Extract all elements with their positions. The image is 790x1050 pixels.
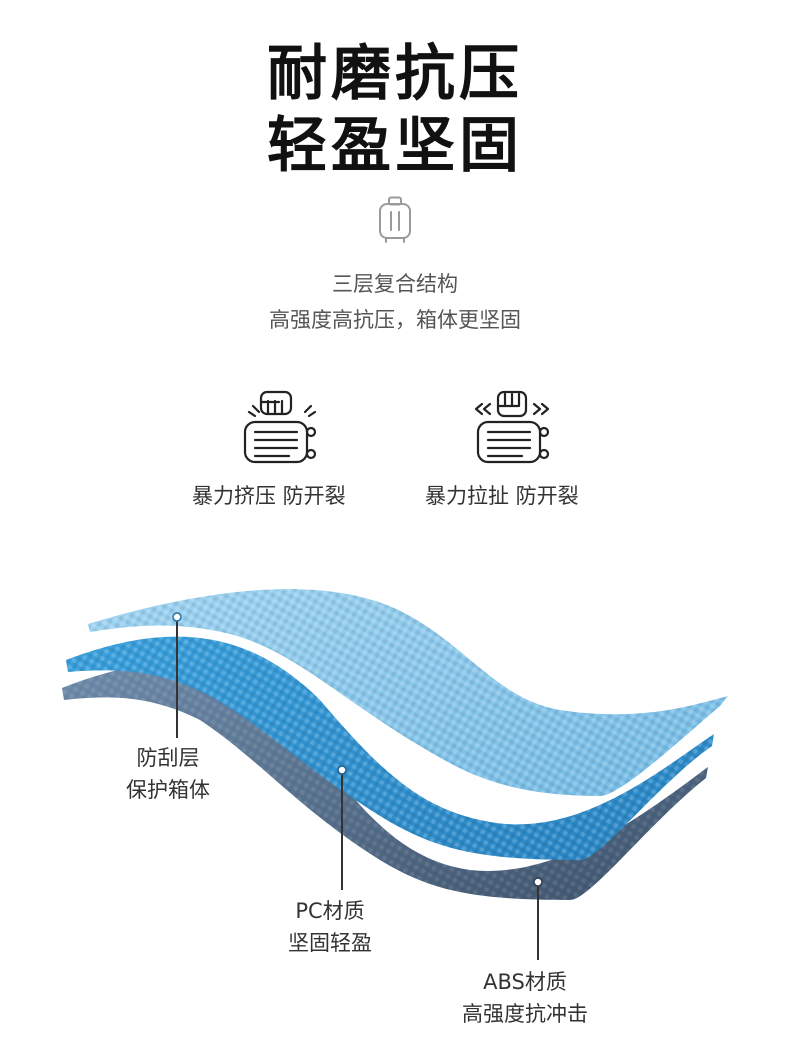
callout-scratch-desc: 保护箱体 xyxy=(126,778,210,802)
callout-abs-desc: 高强度抗冲击 xyxy=(462,1002,588,1026)
callout-leader-abs xyxy=(533,877,543,960)
headline-line-2: 轻盈坚固 xyxy=(267,111,523,181)
callout-leader-pc xyxy=(337,765,347,890)
intro-line-2: 高强度高抗压，箱体更坚固 xyxy=(269,308,521,332)
layer-scratch-resistant xyxy=(88,589,728,796)
fist-press-luggage-icon xyxy=(243,390,317,464)
callout-abs-layer: ABS材质 高强度抗冲击 xyxy=(462,966,588,1030)
callout-abs-title: ABS材质 xyxy=(483,970,567,994)
intro-line-1: 三层复合结构 xyxy=(332,272,458,296)
material-layers-illustration xyxy=(62,589,728,960)
layer-abs xyxy=(62,663,708,900)
feature-label-pull: 暴力拉扯 防开裂 xyxy=(425,484,579,508)
callout-leader-scratch xyxy=(172,612,182,738)
fist-pull-luggage-icon xyxy=(474,390,550,464)
layer-pc xyxy=(66,636,714,860)
headline-line-1: 耐磨抗压 xyxy=(267,39,523,109)
feature-label-press: 暴力挤压 防开裂 xyxy=(192,484,346,508)
callout-pc-title: PC材质 xyxy=(295,899,365,923)
callout-pc-layer: PC材质 坚固轻盈 xyxy=(288,895,372,959)
callout-scratch-title: 防刮层 xyxy=(136,746,200,770)
luggage-icon xyxy=(379,196,411,243)
callout-pc-desc: 坚固轻盈 xyxy=(288,931,372,955)
callout-scratch-layer: 防刮层 保护箱体 xyxy=(126,742,210,806)
